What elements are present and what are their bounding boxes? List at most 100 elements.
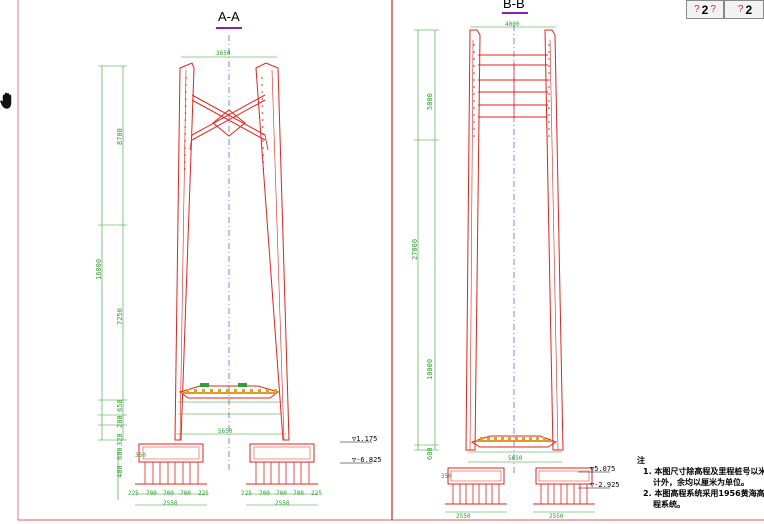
aa-elevation-bottom: ▽-6.825 bbox=[352, 456, 382, 464]
aa-right-bolt bbox=[261, 98, 264, 100]
aa-dim-d1: 650 bbox=[116, 399, 124, 412]
bb-elevation-bottom: ▽-2.925 bbox=[590, 481, 620, 489]
aa-left-bolt bbox=[184, 119, 187, 121]
bb-right-footing-cap bbox=[535, 467, 593, 485]
aa-right-footing-cap-inner bbox=[253, 446, 311, 460]
aa-left-bolt bbox=[184, 147, 186, 149]
aa-left-bolt bbox=[184, 161, 186, 163]
aa-deck-marker-left bbox=[200, 383, 209, 387]
bb-deck-rib bbox=[515, 437, 518, 441]
bb-right-bolt bbox=[548, 93, 550, 95]
bb-deck-rib bbox=[501, 437, 504, 441]
bb-left-bolt bbox=[473, 58, 475, 60]
aa-right-bolt bbox=[262, 161, 265, 163]
bb-deck-rib bbox=[487, 437, 490, 441]
aa-right-seg-4: 700 bbox=[293, 490, 304, 497]
aa-right-bolt bbox=[261, 105, 264, 107]
aa-left-bolt bbox=[184, 154, 186, 156]
aa-left-leg-inner bbox=[179, 69, 187, 441]
aa-left-footing-pile bbox=[174, 461, 184, 485]
notes-line-1: 1. 本图尺寸除高程及里程桩号以米 bbox=[643, 467, 764, 476]
bb-right-bolt bbox=[548, 114, 550, 116]
bb-right-bolt bbox=[548, 51, 550, 53]
bb-left-bolt bbox=[473, 135, 475, 137]
aa-right-bolt bbox=[262, 168, 265, 170]
aa-deck-rib bbox=[242, 389, 245, 393]
aa-left-seg-1: 225 bbox=[128, 490, 139, 497]
bb-dim-bottom-width: 5650 bbox=[508, 455, 523, 462]
aa-deck-rib bbox=[186, 389, 189, 393]
aa-deck-marker-right bbox=[238, 383, 247, 387]
bb-left-bolt bbox=[473, 114, 475, 116]
bb-deck bbox=[470, 435, 558, 448]
bb-right-footing-pile bbox=[579, 483, 588, 505]
aa-right-footing-pile bbox=[270, 461, 280, 485]
bb-right-total: 2550 bbox=[549, 513, 564, 520]
aa-right-bolt bbox=[261, 112, 264, 114]
aa-deck-rib bbox=[218, 389, 221, 393]
aa-deck-rib bbox=[202, 389, 205, 393]
bb-right-bolt bbox=[548, 86, 550, 88]
aa-deck-rib bbox=[258, 389, 261, 393]
bb-deck-rib bbox=[543, 437, 546, 441]
bb-elevation-top: ▽5.075 bbox=[590, 465, 616, 473]
bb-left-bolt bbox=[473, 128, 475, 130]
aa-dim-upper: 8700 bbox=[116, 128, 124, 145]
bb-deck-rib bbox=[480, 437, 483, 441]
aa-left-bolt bbox=[184, 140, 186, 142]
aa-right-seg-5: 225 bbox=[311, 490, 322, 497]
hand-icon[interactable] bbox=[0, 92, 14, 110]
toolbar-count-b: 2 bbox=[745, 2, 753, 17]
bb-left-bolt bbox=[473, 51, 475, 53]
aa-deck-rib bbox=[274, 389, 277, 393]
bb-left-bolt bbox=[473, 107, 475, 109]
bb-left-total: 2550 bbox=[456, 513, 471, 520]
aa-right-footing-pile bbox=[285, 461, 295, 485]
aa-deck-rib bbox=[194, 389, 197, 393]
aa-dim-d4: 600 bbox=[116, 447, 124, 460]
aa-right-bolt bbox=[261, 119, 264, 121]
bb-left-footing-pile bbox=[465, 483, 474, 505]
aa-left-bolt bbox=[184, 98, 187, 100]
aa-left-bolt bbox=[185, 84, 187, 86]
aa-right-footing-pile bbox=[255, 461, 265, 485]
aa-deck-rib bbox=[226, 389, 229, 393]
aa-deck-rib bbox=[234, 389, 237, 393]
notes-line-4: 程系统。 bbox=[653, 500, 685, 509]
aa-left-footing-pile bbox=[159, 461, 169, 485]
aa-right-footing-cap bbox=[249, 443, 315, 463]
aa-brace-diamond bbox=[212, 109, 246, 137]
bb-left-footing-cap-inner bbox=[450, 470, 502, 482]
bb-deck-rib bbox=[508, 437, 511, 441]
toolbar-box-b[interactable]: ? 2 bbox=[724, 0, 764, 19]
aa-left-bolt bbox=[184, 105, 187, 107]
aa-brace-5 bbox=[189, 134, 193, 151]
bb-left-footing-pile bbox=[491, 483, 500, 505]
bb-deck-rib bbox=[536, 437, 539, 441]
aa-left-bolt bbox=[185, 77, 187, 79]
bb-dim-d1: 600 bbox=[426, 447, 434, 460]
notes-line-2: 计外，余均以厘米为单位。 bbox=[653, 478, 749, 487]
bb-left-bolt bbox=[473, 44, 475, 46]
aa-right-total: 2550 bbox=[275, 500, 290, 507]
aa-left-seg-4: 700 bbox=[180, 490, 191, 497]
aa-left-bolt bbox=[184, 126, 187, 128]
bb-deck-rib bbox=[494, 437, 497, 441]
toolbar-box-a[interactable]: ? 2 ? bbox=[686, 0, 724, 19]
aa-left-footing-cap bbox=[138, 443, 204, 463]
aa-dim-lower: 7250 bbox=[116, 308, 124, 325]
bb-right-footing-pile bbox=[553, 483, 562, 505]
bb-dim-lower: 10000 bbox=[426, 358, 434, 380]
aa-brace-4 bbox=[191, 99, 266, 141]
bb-left-bolt bbox=[473, 79, 475, 81]
bb-deck-rib bbox=[529, 437, 532, 441]
aa-elevation-top: ▽1.175 bbox=[352, 435, 378, 443]
aa-right-seg-3: 700 bbox=[276, 490, 287, 497]
aa-dim-d5: 400 bbox=[116, 465, 124, 478]
bb-right-bolt bbox=[548, 72, 550, 74]
toolbar-count-a: 2 bbox=[701, 2, 709, 17]
bb-right-bolt bbox=[548, 65, 550, 67]
notes-heading: 注 bbox=[637, 456, 645, 465]
question-icon: ? bbox=[694, 4, 700, 15]
